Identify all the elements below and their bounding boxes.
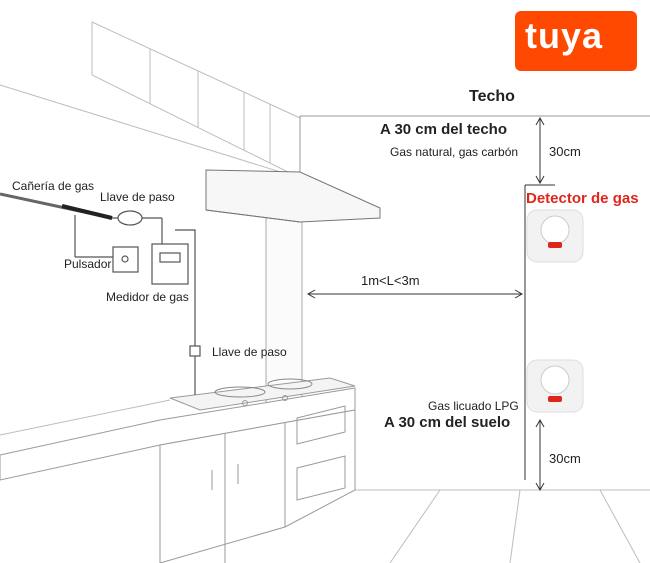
gas-detector-bottom	[526, 359, 584, 413]
tuya-logo: tuya	[515, 11, 637, 71]
gas-system	[0, 192, 201, 395]
gas-pipe-label: Cañería de gas	[12, 179, 95, 193]
valve-top-label: Llave de paso	[100, 190, 175, 204]
dist-bottom-label: 30cm	[549, 451, 581, 466]
gas-detector-top	[526, 209, 584, 263]
gas-types-top-label: Gas natural, gas carbón	[390, 145, 519, 159]
distance-label: 1m<L<3m	[361, 273, 420, 288]
dist-top-label: 30cm	[549, 144, 581, 159]
dimension-lines	[306, 116, 555, 492]
valve-bottom-label: Llave de paso	[212, 345, 287, 359]
upper-cabinets	[0, 21, 301, 179]
counter	[0, 377, 356, 563]
logo-text: tuya	[525, 15, 604, 56]
ceiling-label: Techo	[469, 88, 515, 105]
detector-label: Detector de gas	[526, 190, 639, 207]
button-label: Pulsador	[64, 257, 112, 271]
meter-label: Medidor de gas	[106, 290, 189, 304]
floor-lines	[355, 489, 650, 563]
from-ceiling-label: A 30 cm del techo	[380, 121, 507, 138]
gas-type-bottom-label: Gas licuado LPG	[428, 399, 519, 413]
from-floor-label: A 30 cm del suelo	[384, 414, 511, 431]
range-hood	[205, 169, 381, 406]
